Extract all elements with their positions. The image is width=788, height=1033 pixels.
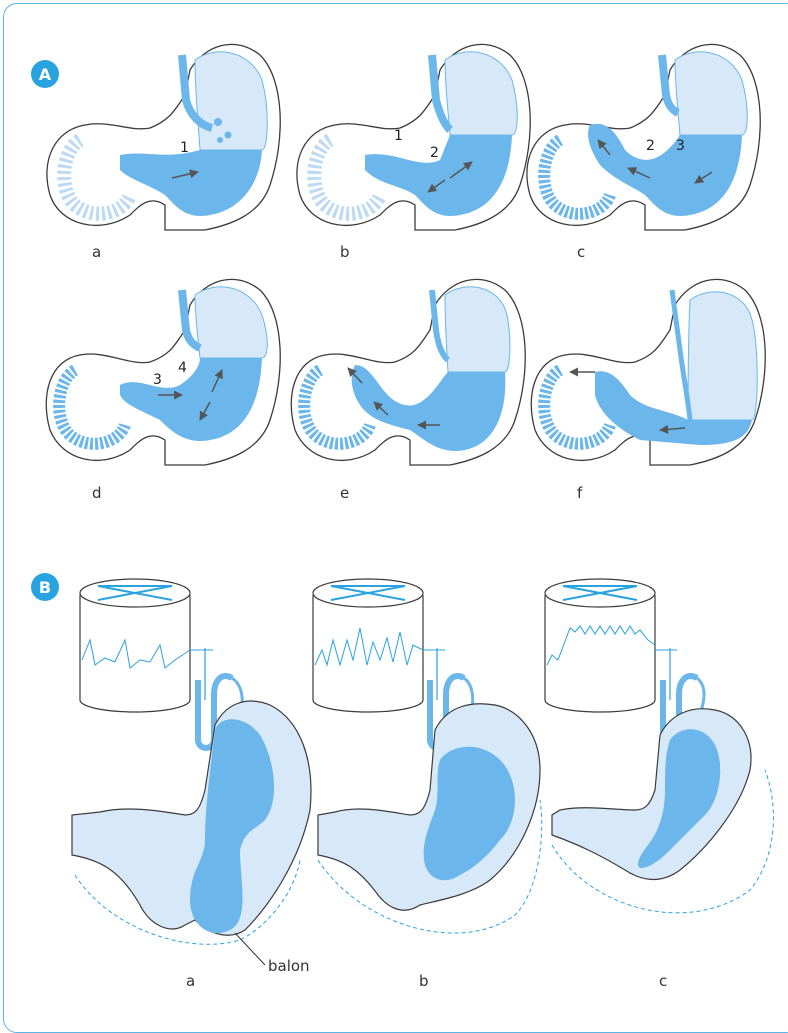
panel-b-badge: B [31,573,59,601]
panel-b-stage-label-b: b [419,972,429,990]
region-number: 1 [394,128,403,144]
region-number: 4 [178,360,187,376]
region-number: 3 [153,372,162,388]
stomach-balloon-c [552,709,773,913]
panel-b-stage-label-c: c [659,972,667,990]
stomach-balloon-a [72,701,311,965]
stomach-stage-a1 [47,44,280,230]
stage-label-d: d [92,484,102,502]
stomach-stage-d [46,279,280,465]
stomach-stage-c1 [527,44,760,230]
panel-a-badge: A [31,60,59,88]
stage-label-a: a [92,243,101,261]
region-number: 3 [676,138,685,154]
region-number: 1 [180,140,189,156]
stomach-stage-e [291,279,525,465]
stomach-stage-b1 [297,44,530,230]
stage-label-f: f [577,484,582,502]
stage-label-b: b [340,243,350,261]
region-number: 2 [430,145,439,161]
stage-label-c: c [577,243,585,261]
panel-b-stage-label-a: a [186,972,195,990]
region-number: 2 [646,138,655,154]
stomach-stage-f [531,279,765,465]
stage-label-e: e [340,484,349,502]
balloon-label: balon [268,957,310,975]
